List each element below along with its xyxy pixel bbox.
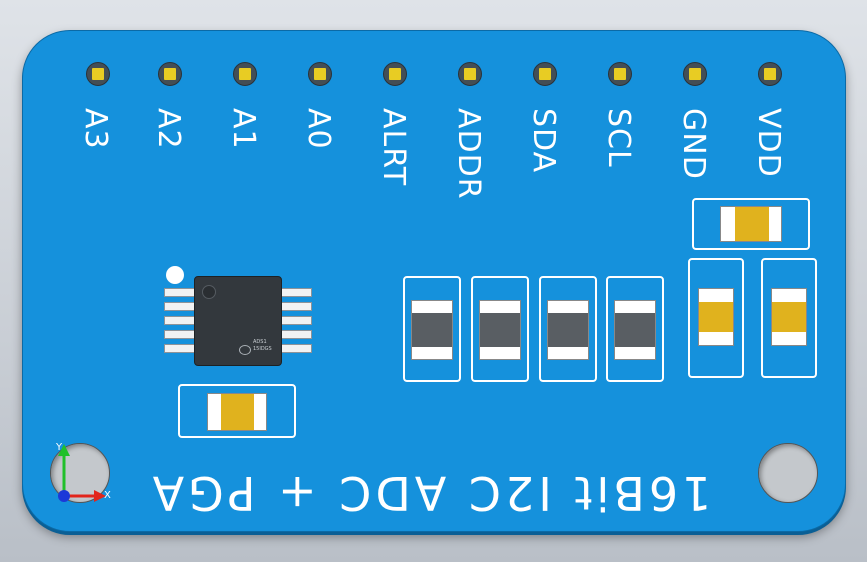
silkscreen-outline-r1 bbox=[403, 276, 461, 382]
ic-pin bbox=[164, 344, 196, 353]
resistor-r2 bbox=[479, 300, 521, 360]
silkscreen-outline-r2 bbox=[471, 276, 529, 382]
pin-label-sda: SDA bbox=[526, 108, 561, 174]
pin-pad-a1 bbox=[233, 62, 257, 86]
ic-pin bbox=[280, 302, 312, 311]
silkscreen-outline-c3 bbox=[761, 258, 817, 378]
silkscreen-outline-r4 bbox=[606, 276, 664, 382]
pin-label-a1: A1 bbox=[226, 108, 261, 150]
pin-pad-a2 bbox=[158, 62, 182, 86]
ic-pin bbox=[164, 302, 196, 311]
pin-label-a3: A3 bbox=[78, 108, 113, 150]
chip-pin1-dimple bbox=[202, 285, 216, 299]
pin-label-addr: ADDR bbox=[451, 108, 486, 200]
pin-pad-scl bbox=[608, 62, 632, 86]
capacitor-c1 bbox=[720, 206, 782, 242]
ic-pin bbox=[280, 344, 312, 353]
ic-pin bbox=[164, 316, 196, 325]
pin-label-gnd: GND bbox=[676, 108, 711, 180]
pin-label-a2: A2 bbox=[151, 108, 186, 150]
pin-pad-a0 bbox=[308, 62, 332, 86]
pin-label-vdd: VDD bbox=[751, 108, 786, 178]
pin-pad-vdd bbox=[758, 62, 782, 86]
ic-pin bbox=[280, 330, 312, 339]
silkscreen-outline-c1 bbox=[692, 198, 810, 250]
capacitor-c4 bbox=[207, 393, 267, 431]
pin-pad-alrt bbox=[383, 62, 407, 86]
pin1-marker-dot bbox=[166, 266, 184, 284]
silkscreen-outline-c2 bbox=[688, 258, 744, 378]
pcb-board bbox=[22, 30, 846, 532]
pin-pad-gnd bbox=[683, 62, 707, 86]
chip-marking-line1: ADS1 bbox=[253, 339, 267, 345]
silkscreen-outline-r3 bbox=[539, 276, 597, 382]
pin-label-alrt: ALRT bbox=[376, 108, 411, 187]
axis-y-label: Y bbox=[55, 442, 63, 453]
resistor-r1 bbox=[411, 300, 453, 360]
ic-pin bbox=[164, 288, 196, 297]
resistor-r4 bbox=[614, 300, 656, 360]
pin-pad-a3 bbox=[86, 62, 110, 86]
board-label-text: 16Bit I2C ADC + PGA bbox=[148, 466, 712, 520]
pin-label-a0: A0 bbox=[301, 108, 336, 150]
ic-pin bbox=[280, 288, 312, 297]
pin-label-scl: SCL bbox=[601, 108, 636, 168]
adc-chip: ADS1 15IDGS bbox=[194, 276, 282, 366]
silkscreen-outline-c4 bbox=[178, 384, 296, 438]
pin-pad-addr bbox=[458, 62, 482, 86]
mounting-hole-right bbox=[758, 443, 818, 503]
axis-x-label: X bbox=[104, 490, 111, 501]
chip-marking-line2: 15IDGS bbox=[253, 346, 272, 352]
resistor-r3 bbox=[547, 300, 589, 360]
capacitor-c2 bbox=[698, 288, 734, 346]
pin-pad-sda bbox=[533, 62, 557, 86]
ic-pin bbox=[164, 330, 196, 339]
chip-logo-icon bbox=[239, 345, 251, 355]
ic-pin bbox=[280, 316, 312, 325]
axis-triad: Y X bbox=[55, 442, 111, 502]
capacitor-c3 bbox=[771, 288, 807, 346]
